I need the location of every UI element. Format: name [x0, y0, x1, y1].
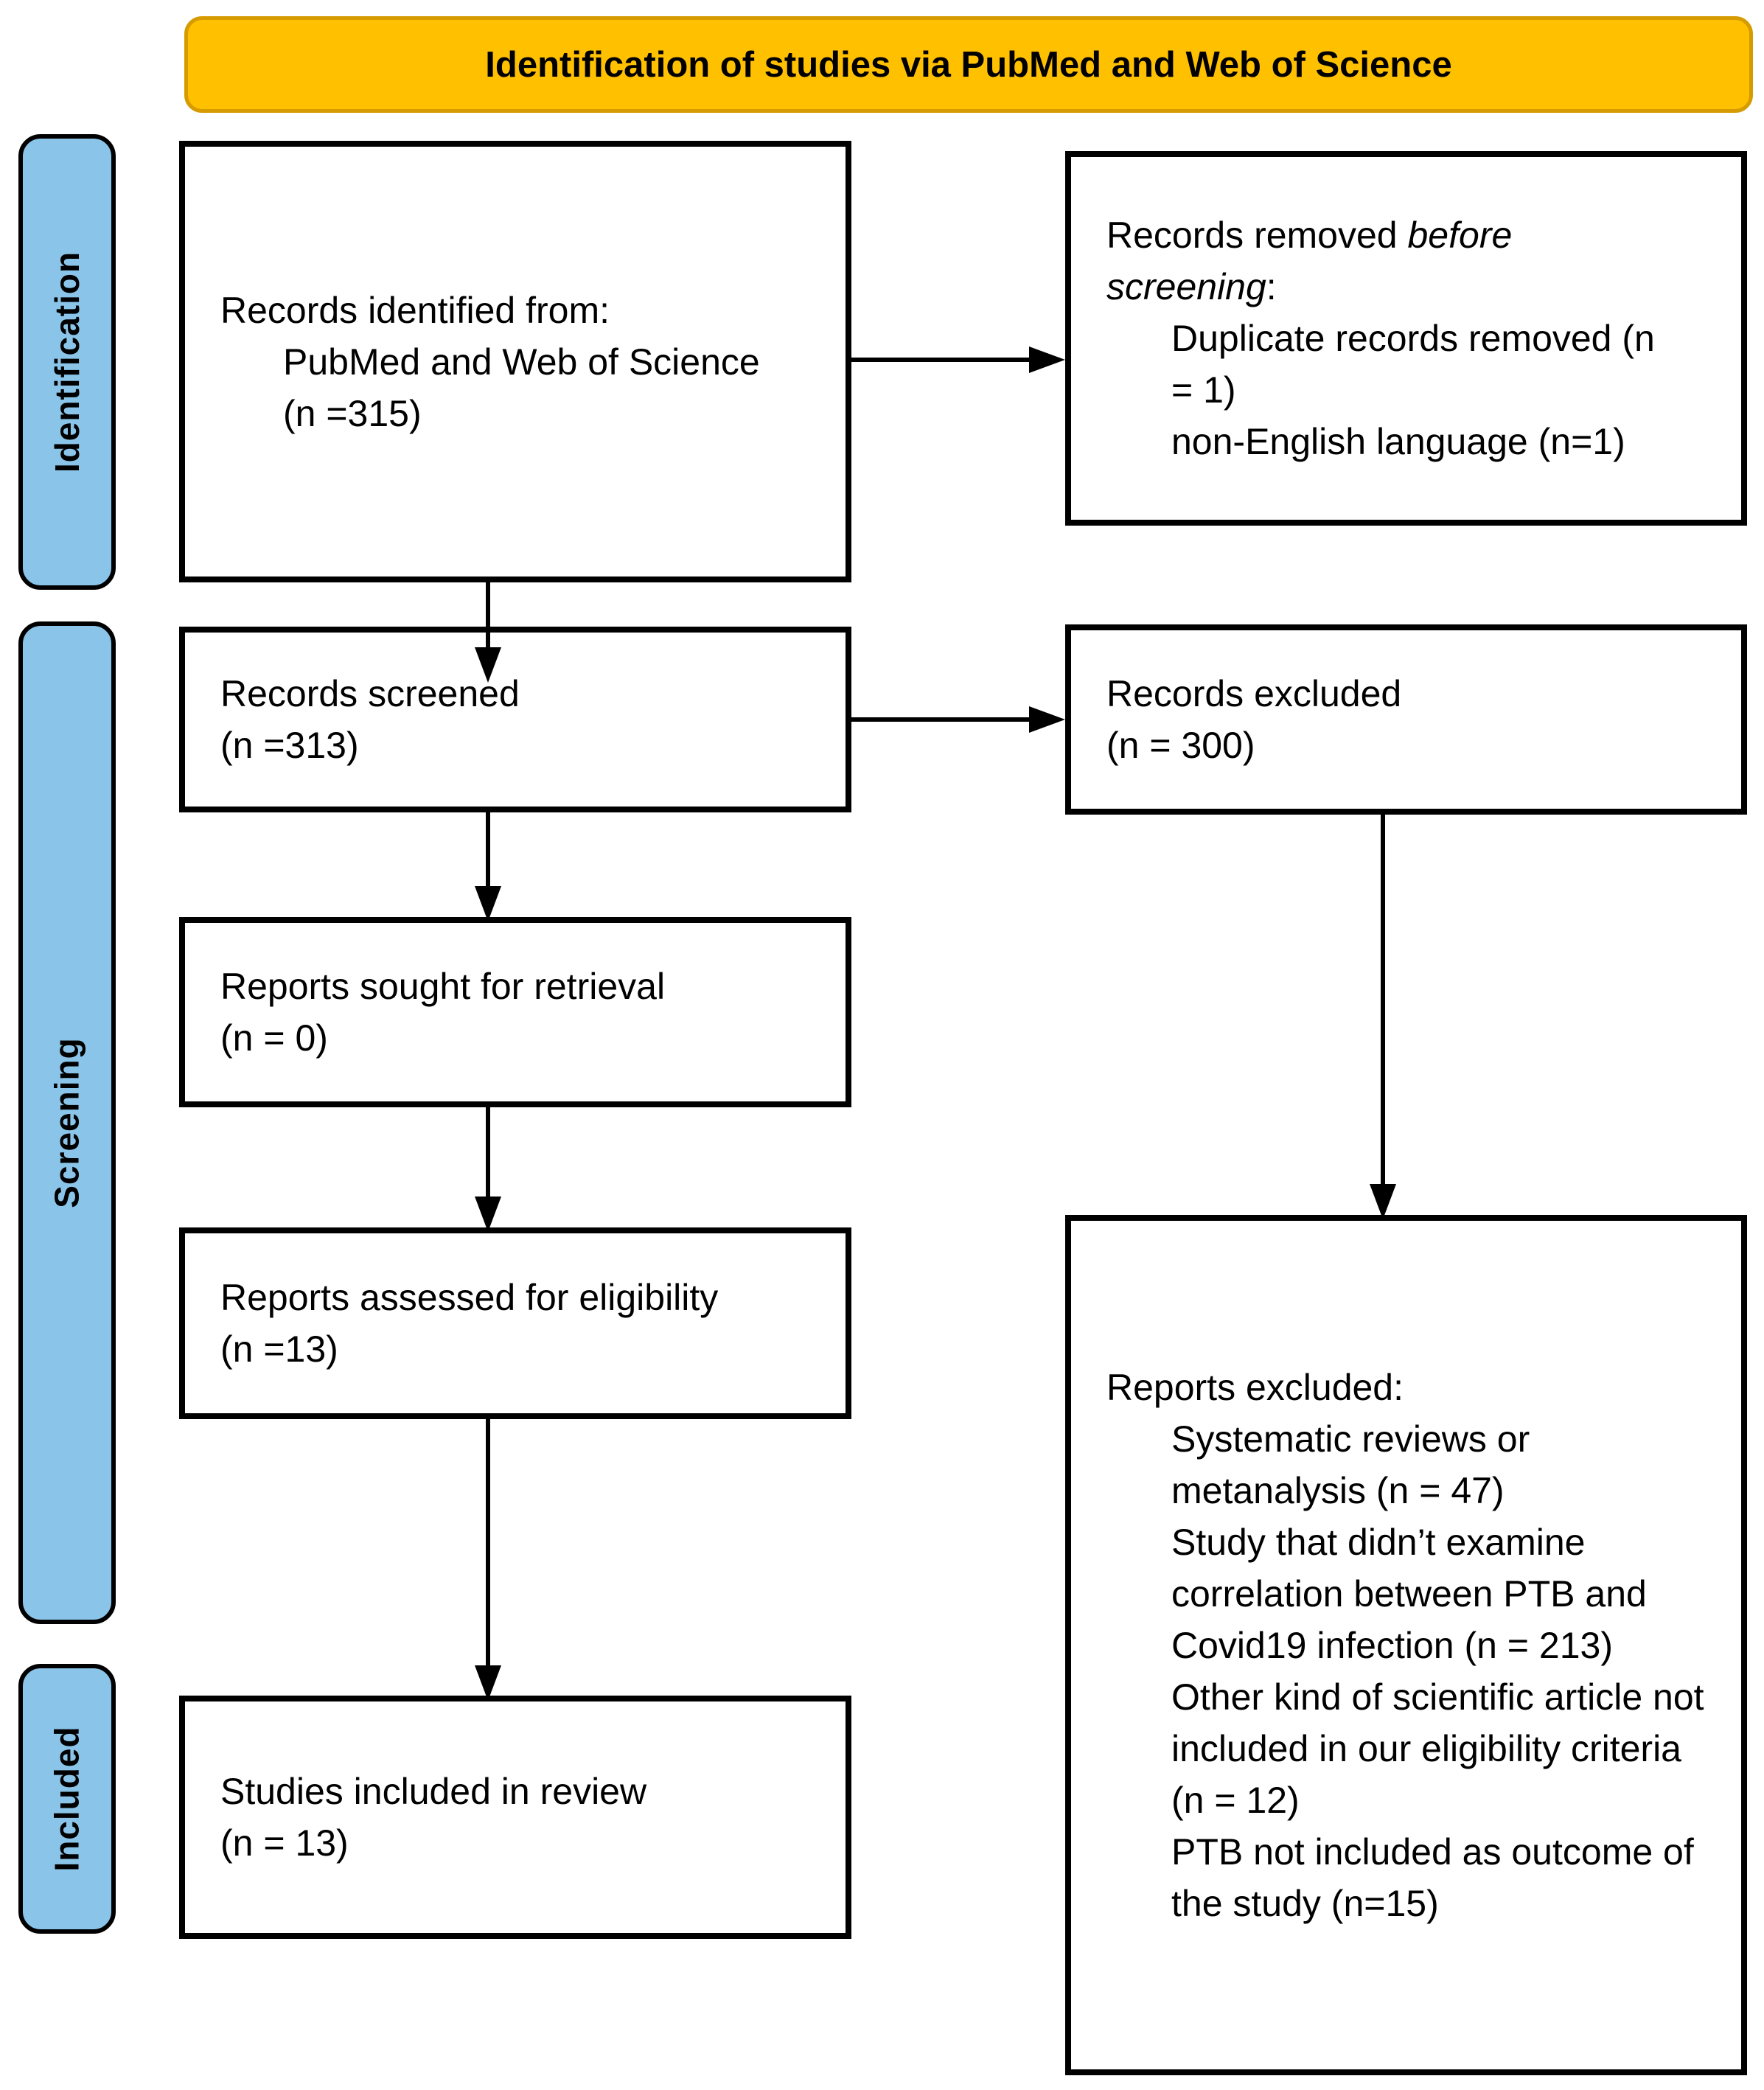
box-records-removed: Records removed before screening: Duplic…: [1065, 151, 1747, 526]
records-identified-count: (n =315): [283, 392, 422, 434]
reports-sought-count: (n = 0): [220, 1017, 328, 1059]
box-reports-excluded: Reports excluded: Systematic reviews or …: [1065, 1215, 1747, 2075]
records-removed-lead-italic: before screening: [1106, 215, 1513, 307]
reports-sought-label: Reports sought for retrieval: [220, 966, 666, 1007]
reports-assessed-label: Reports assessed for eligibility: [220, 1277, 719, 1318]
records-screened-label: Records screened: [220, 673, 520, 714]
records-removed-lead-plain: Records removed: [1106, 215, 1408, 256]
reports-excluded-item: Other kind of scientific article not inc…: [1171, 1676, 1704, 1821]
reports-excluded-label: Reports excluded:: [1106, 1366, 1404, 1408]
records-identified-title: Records identified from:: [220, 289, 610, 331]
arrow-screened-to-excluded: [851, 706, 1065, 733]
reports-excluded-item: PTB not included as outcome of the study…: [1171, 1831, 1694, 1924]
arrow-assessed-to-included: [475, 1419, 501, 1701]
banner-title-text: Identification of studies via PubMed and…: [485, 44, 1452, 85]
banner-title: Identification of studies via PubMed and…: [184, 16, 1753, 113]
records-removed-item: non-English language (n=1): [1171, 421, 1625, 462]
stage-label-included-text: Included: [48, 1726, 86, 1872]
records-removed-lead-colon: :: [1266, 266, 1277, 307]
records-identified-source: PubMed and Web of Science: [283, 341, 760, 383]
reports-assessed-count: (n =13): [220, 1328, 338, 1370]
studies-included-count: (n = 13): [220, 1822, 349, 1864]
arrow-screened-to-sought: [475, 812, 501, 922]
stage-label-identification-text: Identification: [48, 251, 87, 473]
stage-label-included: Included: [18, 1664, 116, 1934]
reports-excluded-item: Systematic reviews or metanalysis (n = 4…: [1171, 1418, 1530, 1511]
arrow-identified-to-removed: [851, 346, 1065, 373]
box-reports-sought: Reports sought for retrieval (n = 0): [179, 917, 851, 1107]
box-records-excluded: Records excluded (n = 300): [1065, 624, 1747, 815]
stage-label-screening: Screening: [18, 621, 116, 1624]
arrow-excluded-to-reports-excluded: [1370, 815, 1396, 1219]
records-excluded-count: (n = 300): [1106, 725, 1255, 766]
records-removed-item: Duplicate records removed (n = 1): [1171, 318, 1655, 411]
reports-excluded-item: Study that didn’t examine correlation be…: [1171, 1521, 1647, 1666]
records-screened-count: (n =313): [220, 725, 359, 766]
box-reports-assessed: Reports assessed for eligibility (n =13): [179, 1227, 851, 1419]
studies-included-label: Studies included in review: [220, 1771, 647, 1812]
box-records-screened: Records screened (n =313): [179, 627, 851, 812]
stage-label-identification: Identification: [18, 134, 116, 590]
arrow-sought-to-assessed: [475, 1107, 501, 1232]
records-removed-lead: Records removed before screening:: [1106, 209, 1534, 313]
records-excluded-label: Records excluded: [1106, 673, 1402, 714]
stage-label-screening-text: Screening: [48, 1037, 87, 1208]
box-studies-included: Studies included in review (n = 13): [179, 1696, 851, 1939]
box-records-identified: Records identified from: PubMed and Web …: [179, 141, 851, 582]
